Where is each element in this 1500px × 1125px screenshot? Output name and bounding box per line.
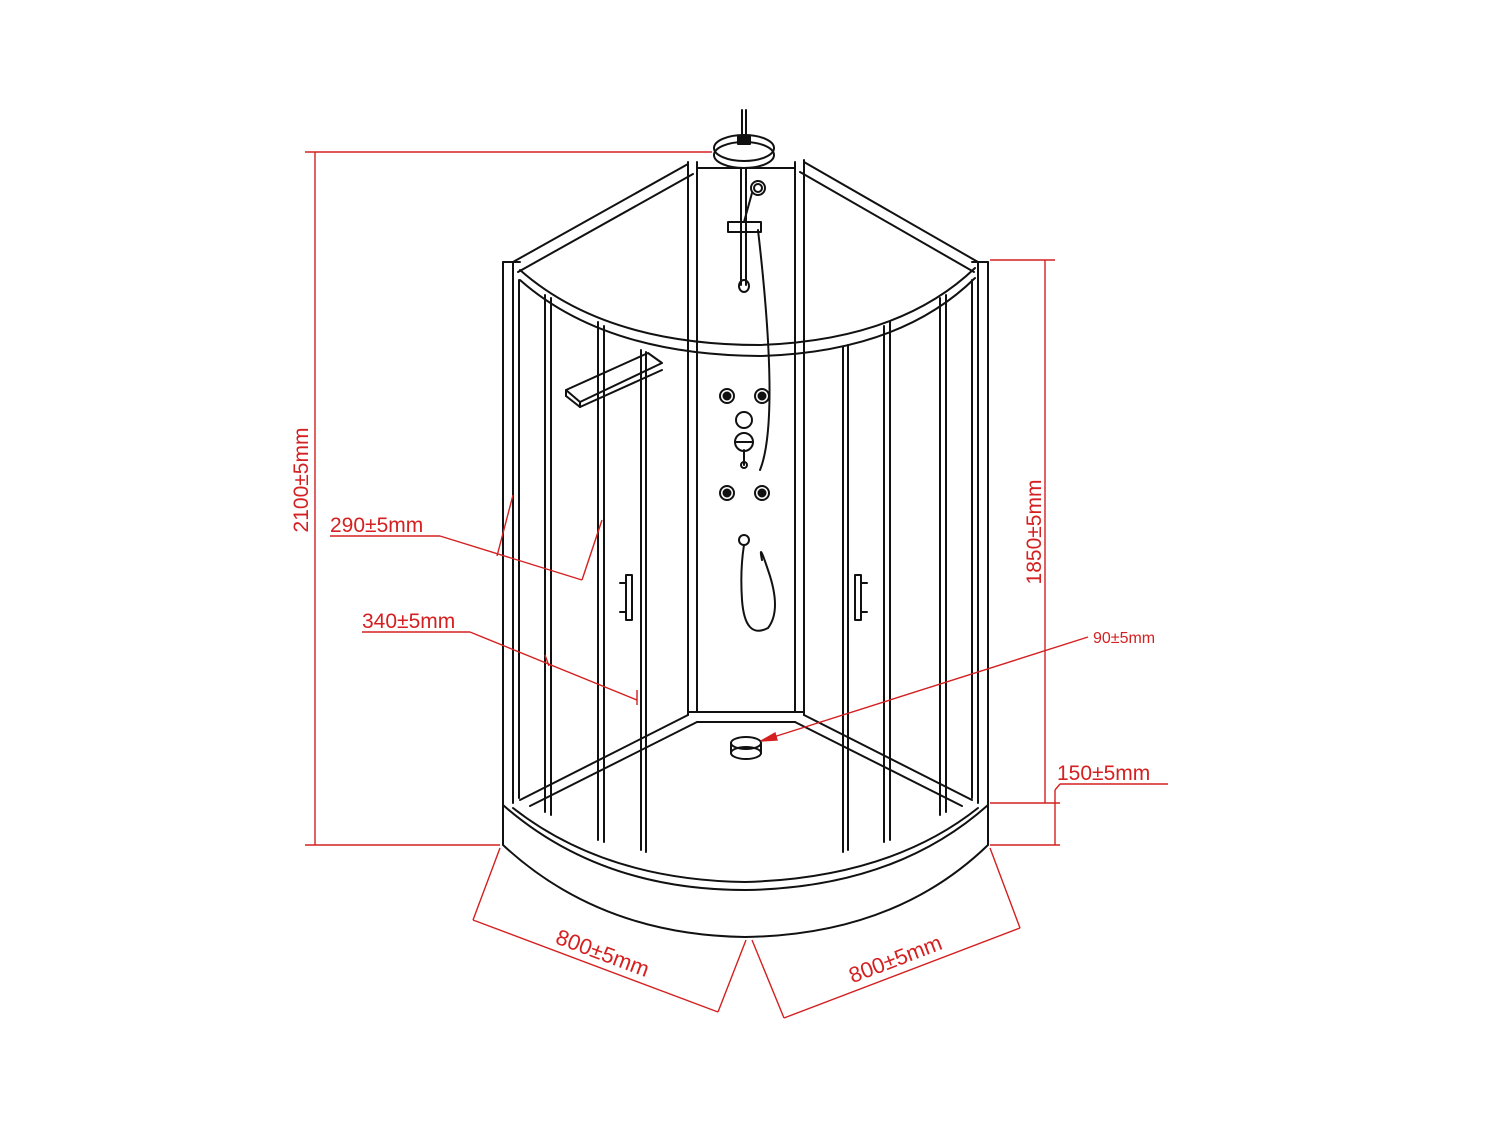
massage-jet-icon [754,485,770,501]
massage-jets [719,388,770,501]
corner-shelf-icon [565,352,663,408]
panel-height-label: 1850±5mm [1023,480,1046,585]
right-side-panel [842,261,989,853]
door-width-outer-label: 340±5mm [362,610,455,633]
mixer-valve-icon [734,411,754,469]
shower-tray [502,804,989,938]
dimension-labels: 2100±5mm 1850±5mm 290±5mm 340±5mm 90±5mm… [290,428,1155,989]
drain-size-label: 90±5mm [1093,630,1155,647]
top-frame [512,161,979,357]
back-corner-posts [687,159,805,716]
dimension-lines [305,151,1168,1019]
massage-jet-icon [754,388,770,404]
drain-icon [730,736,762,760]
left-side-panel [502,261,647,853]
massage-jet-icon [719,485,735,501]
shower-enclosure [502,109,989,938]
tray-height-label: 150±5mm [1057,762,1150,785]
back-wall-base [519,711,973,807]
width-right-label: 800±5mm [845,930,945,988]
hand-shower-icon [727,167,776,632]
massage-jet-icon [719,388,735,404]
total-height-label: 2100±5mm [290,428,313,533]
width-left-label: 800±5mm [553,924,653,982]
door-handle-icon [854,574,868,621]
door-width-inner-label: 290±5mm [330,514,423,537]
rain-shower-head-icon [713,109,775,169]
door-handle-icon [619,574,633,621]
